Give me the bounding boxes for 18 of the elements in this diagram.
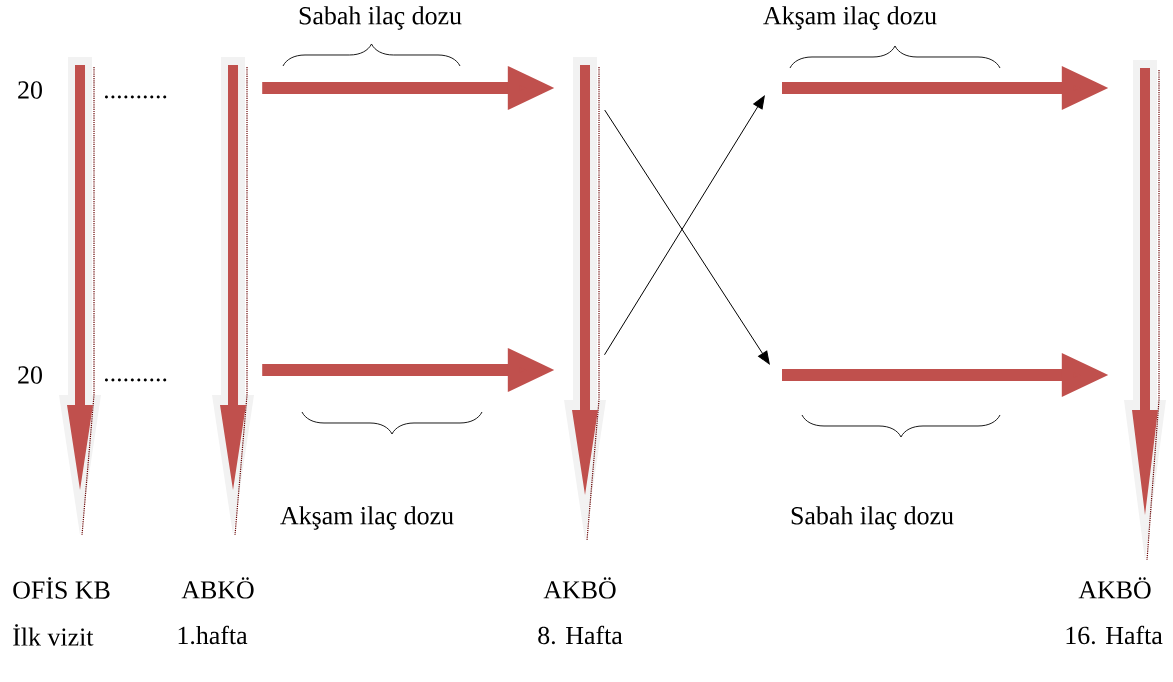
label: Akşam ilaç dozu bbox=[763, 6, 937, 30]
down-arrow bbox=[564, 57, 606, 541]
label: .......... bbox=[104, 378, 167, 382]
node-label: 16. Hafta bbox=[1066, 625, 1163, 645]
node-label: 1.hafta bbox=[178, 625, 248, 645]
node-label: AKBÖ bbox=[543, 577, 616, 599]
label: Sabah ilaç dozu bbox=[791, 506, 954, 530]
down-arrow bbox=[212, 57, 254, 536]
label: Akşam ilaç dozu bbox=[280, 506, 454, 530]
node-label: AKBÖ bbox=[1078, 577, 1151, 599]
node-label: İlk vizit bbox=[13, 624, 94, 646]
node-label: OFİS KB bbox=[13, 577, 110, 599]
node-label: 8. Hafta bbox=[538, 625, 623, 645]
node-label: ABKÖ bbox=[181, 577, 254, 599]
down-arrow bbox=[1124, 60, 1166, 561]
label: .......... bbox=[104, 95, 167, 99]
down-arrow bbox=[59, 57, 101, 536]
label: Sabah ilaç dozu bbox=[299, 6, 462, 30]
